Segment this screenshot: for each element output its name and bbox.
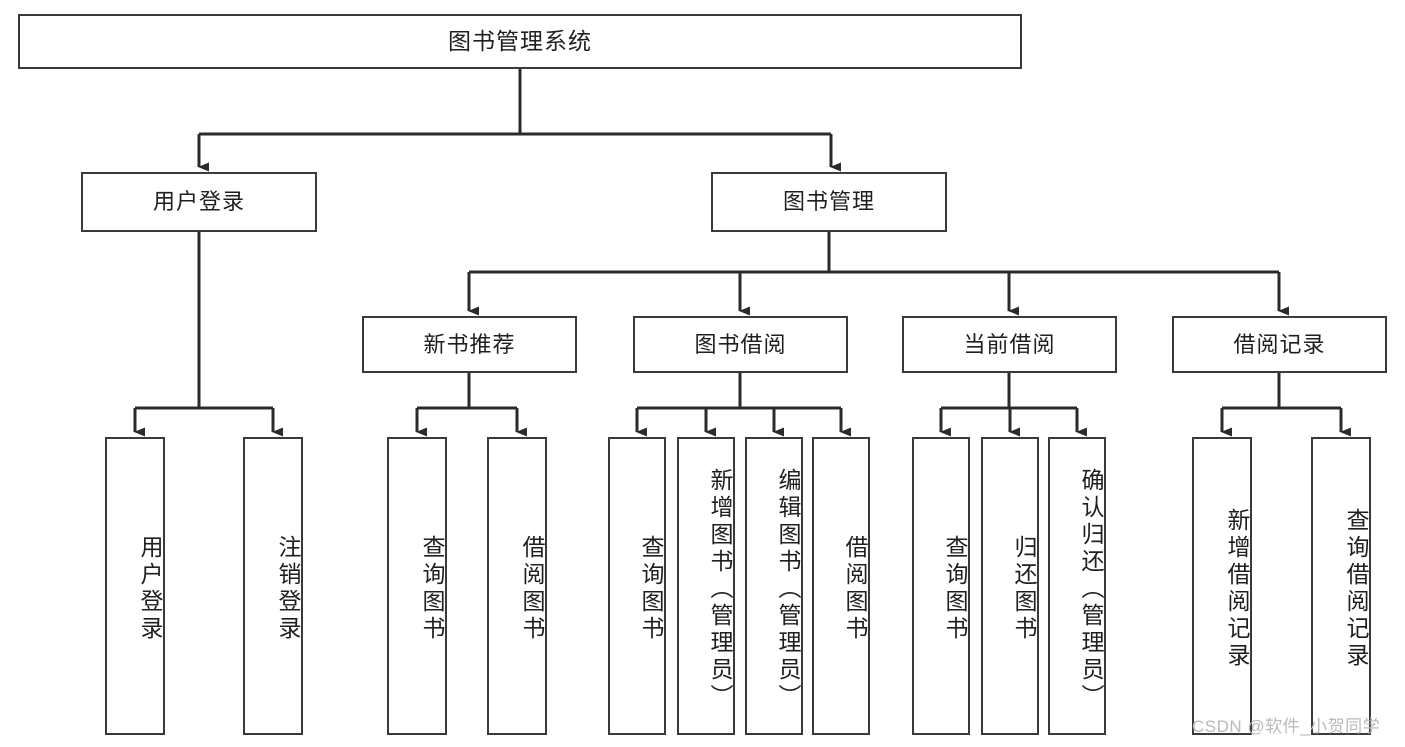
node-user-login[interactable]: 用户登录 [81,172,317,232]
node-leaf-add-book-admin[interactable]: 新增图书（管理员） [677,437,735,735]
node-label: 新书推荐 [423,331,516,357]
node-root-book-management-system[interactable]: 图书管理系统 [18,14,1022,69]
edges-borrow-to-leaves [635,373,851,437]
node-label: 编辑图书（管理员） [775,467,801,711]
node-leaf-query-books-borrow[interactable]: 查询图书 [608,437,666,735]
node-leaf-borrow-books-newbook[interactable]: 借阅图书 [487,437,547,735]
edges-newbook-to-leaves [415,373,527,437]
node-leaf-query-books-current[interactable]: 查询图书 [912,437,970,735]
node-label: 查询图书 [638,535,664,643]
node-borrowing-records[interactable]: 借阅记录 [1172,316,1387,373]
node-label: 借阅图书 [842,535,868,643]
node-label: 图书管理 [782,189,875,215]
node-label: 借阅记录 [1233,331,1326,357]
node-label: 用户登录 [152,189,245,215]
node-leaf-query-books-newbook[interactable]: 查询图书 [387,437,447,735]
node-label: 新增借阅记录 [1224,508,1250,670]
node-new-book-recommendation[interactable]: 新书推荐 [362,316,577,373]
node-leaf-return-books[interactable]: 归还图书 [981,437,1039,735]
node-current-borrowing[interactable]: 当前借阅 [902,316,1117,373]
node-leaf-user-login[interactable]: 用户登录 [105,437,165,735]
node-leaf-borrow-books-borrow[interactable]: 借阅图书 [812,437,870,735]
node-label: 借阅图书 [519,535,545,643]
node-leaf-confirm-return-admin[interactable]: 确认归还（管理员） [1048,437,1106,735]
node-book-management[interactable]: 图书管理 [711,172,947,232]
csdn-watermark: CSDN @软件_小贺同学 [1192,717,1381,736]
edges-root-to-level2 [197,69,841,172]
node-label: 新增图书（管理员） [707,467,733,711]
node-leaf-edit-book-admin[interactable]: 编辑图书（管理员） [745,437,803,735]
node-leaf-query-borrow-record[interactable]: 查询借阅记录 [1311,437,1371,735]
node-leaf-user-logout[interactable]: 注销登录 [243,437,303,735]
node-label: 归还图书 [1011,535,1037,643]
node-label: 注销登录 [275,535,301,643]
node-label: 图书管理系统 [448,27,592,54]
node-label: 查询图书 [419,535,445,643]
node-label: 确认归还（管理员） [1078,467,1104,711]
node-label: 用户登录 [137,535,163,643]
edges-current-to-leaves [939,373,1087,437]
node-label: 当前借阅 [963,331,1056,357]
node-label: 查询借阅记录 [1343,508,1369,670]
node-label: 图书借阅 [694,331,787,357]
edges-records-to-leaves [1220,373,1351,437]
edges-bookmgmt-to-level3 [467,232,1289,316]
edges-login-to-leaves [133,232,283,437]
node-label: 查询图书 [942,535,968,643]
node-leaf-add-borrow-record[interactable]: 新增借阅记录 [1192,437,1252,735]
node-book-borrowing[interactable]: 图书借阅 [633,316,848,373]
